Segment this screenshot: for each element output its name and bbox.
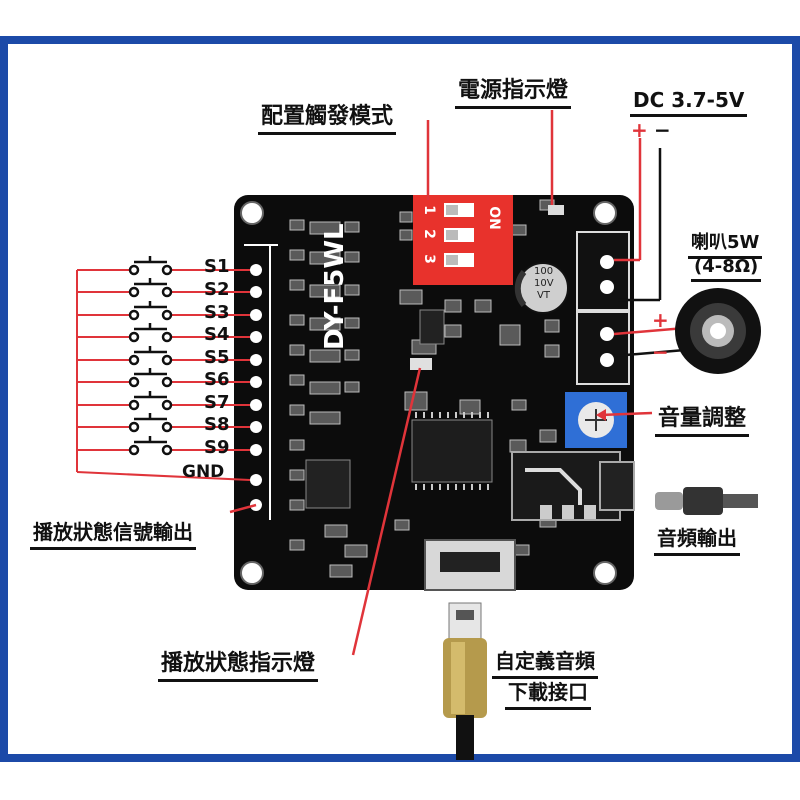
switch-label-s9: S9 (204, 437, 230, 458)
switch-wiring (76, 269, 251, 481)
power-led-label: 電源指示燈 (455, 72, 572, 109)
pin-header (250, 264, 262, 511)
dc-voltage-label: DC 3.7-5V (630, 88, 748, 117)
speaker-minus-label: − (652, 340, 669, 364)
switch-label-s8: S8 (204, 414, 230, 435)
mount-hole (240, 201, 264, 225)
power-terminal (576, 231, 630, 311)
switch-label-s1: S1 (204, 256, 230, 277)
switch-label-s7: S7 (204, 392, 230, 413)
ic-chip-small (305, 459, 351, 509)
speaker-title-label: 喇叭5W (688, 228, 763, 259)
capacitor-text-1: 100 (534, 266, 554, 277)
dip-number-1: 1 (420, 205, 437, 215)
ic-chip-main (411, 419, 493, 483)
speaker-plus-label: + (652, 308, 669, 332)
gnd-label: GND (182, 462, 225, 482)
board-model: DY-F5WL (320, 223, 350, 350)
capacitor-text-3: VT (537, 290, 550, 301)
dip-mode-label: 配置觸發模式 (258, 98, 397, 135)
switch-label-s4: S4 (204, 324, 230, 345)
volume-label: 音量調整 (655, 400, 750, 437)
power-led (548, 205, 564, 215)
dip-number-3: 3 (420, 254, 437, 264)
speaker-terminal (576, 311, 630, 385)
switch-label-s6: S6 (204, 369, 230, 390)
audio-jack (511, 451, 635, 521)
mount-hole (593, 201, 617, 225)
status-signal-label: 播放狀態信號輸出 (30, 516, 196, 550)
push-buttons (128, 256, 173, 456)
speaker-icon (675, 288, 761, 374)
switch-label-s3: S3 (204, 302, 230, 323)
audio-plug-icon (655, 487, 758, 515)
custom-audio-label-2: 下載接口 (505, 676, 591, 710)
ic-chip-amp (419, 309, 445, 345)
dip-on-label: ON (485, 206, 502, 230)
dip-number-2: 2 (420, 229, 437, 239)
dc-plus-label: + (631, 118, 648, 142)
mount-hole (240, 561, 264, 585)
status-led-label: 播放狀態指示燈 (158, 645, 319, 682)
switch-label-s2: S2 (204, 279, 230, 300)
usb-cable-icon (443, 602, 487, 760)
audio-out-label: 音頻輸出 (654, 522, 740, 556)
capacitor-text-2: 10V (534, 278, 554, 289)
status-led (410, 358, 432, 370)
mount-hole (593, 561, 617, 585)
dc-minus-label: − (654, 118, 671, 142)
switch-label-s5: S5 (204, 347, 230, 368)
custom-audio-label-1: 自定義音頻 (492, 645, 598, 679)
speaker-ohm-label: (4-8Ω) (691, 256, 762, 282)
